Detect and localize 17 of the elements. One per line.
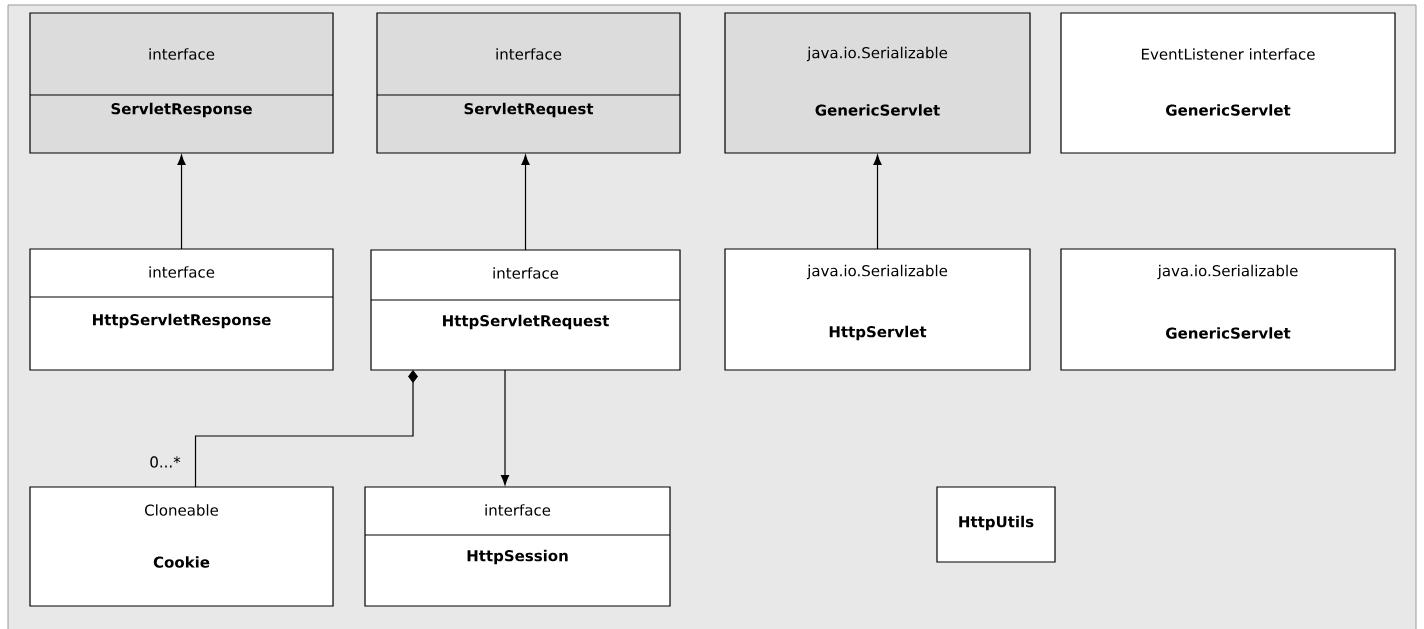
class-box: interface ServletResponse	[29, 12, 334, 154]
class-box: Cloneable Cookie	[29, 486, 334, 607]
class-box: interface HttpServletResponse	[29, 248, 334, 371]
class-box: HttpUtils	[936, 486, 1056, 563]
class-box: java.io.Serializable GenericServlet	[724, 12, 1031, 154]
class-box: interface HttpSession	[364, 486, 671, 607]
multiplicity-label: 0...*	[150, 456, 181, 468]
class-box: EventListener interface GenericServlet	[1060, 12, 1396, 154]
class-box: interface ServletRequest	[376, 12, 681, 154]
class-box: java.io.Serializable GenericServlet	[1060, 248, 1396, 371]
arrow	[521, 154, 530, 251]
association-line	[194, 370, 418, 488]
class-box: java.io.Serializable HttpServlet	[724, 248, 1031, 371]
arrow	[177, 154, 186, 250]
class-box: interface HttpServletRequest	[370, 249, 681, 371]
arrow	[500, 369, 510, 486]
arrow	[873, 154, 882, 250]
